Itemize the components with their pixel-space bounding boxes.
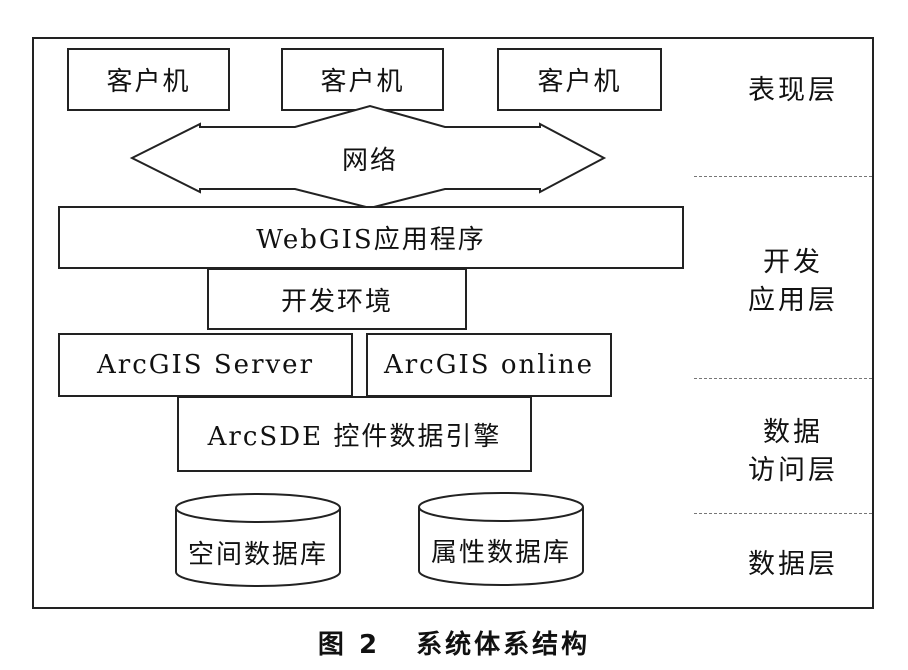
data-access-layer-line2: 访问层 xyxy=(748,455,838,486)
spatial-db-cylinder xyxy=(175,493,341,587)
layer-label-presentation: 表现层 xyxy=(718,72,868,110)
figure-caption: 图 2 系统体系结构 xyxy=(0,624,908,661)
layer-divider-2 xyxy=(694,378,872,379)
data-layer-text: 数据层 xyxy=(748,549,838,580)
layer-label-dev-app: 开发 应用层 xyxy=(718,244,868,320)
layer-divider-3 xyxy=(694,513,872,514)
diagram-frame xyxy=(32,37,874,609)
client-box-1: 客户机 xyxy=(67,48,230,111)
presentation-layer-text: 表现层 xyxy=(748,75,838,106)
data-access-layer-line1: 数据 xyxy=(763,417,823,448)
layer-label-data: 数据层 xyxy=(718,546,868,584)
layer-divider-1 xyxy=(694,176,872,177)
layer-label-data-access: 数据 访问层 xyxy=(718,414,868,490)
arcsde-engine-box: ArcSDE 控件数据引擎 xyxy=(177,396,532,472)
spatial-db-label: 空间数据库 xyxy=(187,539,328,570)
arcgis-online-box: ArcGIS online xyxy=(366,333,612,397)
client-box-3: 客户机 xyxy=(497,48,662,111)
dev-env-box: 开发环境 xyxy=(207,268,467,330)
webgis-app-box: WebGIS应用程序 xyxy=(58,206,684,269)
figure-number: 图 2 xyxy=(317,630,381,660)
dev-app-layer-line2: 应用层 xyxy=(748,285,838,316)
dev-app-layer-line1: 开发 xyxy=(763,247,823,278)
network-label: 网络 xyxy=(341,145,398,176)
figure-title: 系统体系结构 xyxy=(416,630,591,660)
attribute-db-label: 属性数据库 xyxy=(430,537,571,568)
arcgis-server-box: ArcGIS Server xyxy=(58,333,353,397)
attribute-db-cylinder xyxy=(418,492,584,586)
